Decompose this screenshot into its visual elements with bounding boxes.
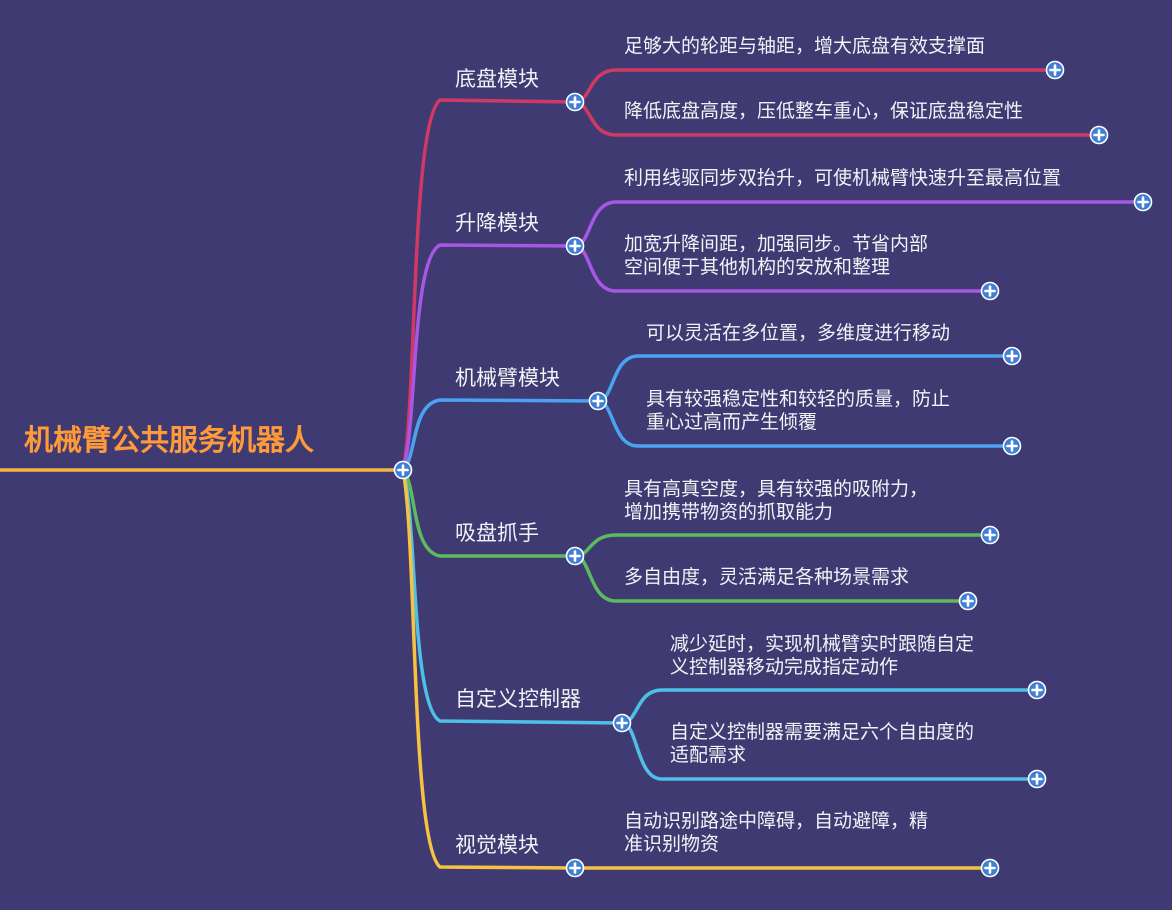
expand-leaf-icon[interactable] <box>1045 60 1065 80</box>
leaf-text[interactable]: 具有较强稳定性和较轻的质量，防止 重心过高而产生倾覆 <box>646 388 951 433</box>
expand-leaf-icon[interactable] <box>1089 125 1109 145</box>
leaf-text[interactable]: 加宽升降间距，加强同步。节省内部 空间便于其他机构的安放和整理 <box>624 233 929 278</box>
leaf-text[interactable]: 自动识别路途中障碍，自动避障，精 准识别物资 <box>624 810 929 855</box>
branch-connector <box>401 468 577 870</box>
branch-connector <box>401 98 577 472</box>
root-topic-label: 机械臂公共服务机器人 <box>24 423 315 457</box>
leaf-connector <box>573 68 1057 104</box>
leaf-text[interactable]: 可以灵活在多位置，多维度进行移动 <box>646 322 951 344</box>
expand-branch-icon[interactable] <box>565 92 585 112</box>
expand-leaf-icon[interactable] <box>1002 346 1022 366</box>
branch-label[interactable]: 视觉模块 <box>455 833 539 857</box>
leaf-text[interactable]: 降低底盘高度，压低整车重心，保证底盘稳定性 <box>624 100 1024 122</box>
leaf-text[interactable]: 多自由度，灵活满足各种场景需求 <box>624 566 910 588</box>
expand-leaf-icon[interactable] <box>958 591 978 611</box>
leaf-text[interactable]: 足够大的轮距与轴距，增大底盘有效支撑面 <box>624 35 986 57</box>
expand-leaf-icon[interactable] <box>1027 680 1047 700</box>
branch-label[interactable]: 底盘模块 <box>455 67 539 91</box>
expand-branch-icon[interactable] <box>588 391 608 411</box>
leaf-connector <box>620 688 1039 725</box>
leaf-text[interactable]: 利用线驱同步双抬升，可使机械臂快速升至最高位置 <box>624 167 1062 189</box>
expand-leaf-icon[interactable] <box>1133 192 1153 212</box>
branch-label[interactable]: 机械臂模块 <box>455 366 560 390</box>
branch-connector <box>401 398 600 472</box>
branch-label[interactable]: 升降模块 <box>455 211 539 235</box>
leaf-text[interactable]: 具有高真空度，具有较强的吸附力， 增加携带物资的抓取能力 <box>624 478 929 523</box>
branch-label[interactable]: 吸盘抓手 <box>455 521 539 545</box>
leaf-text[interactable]: 自定义控制器需要满足六个自由度的 适配需求 <box>670 721 975 766</box>
expand-root-icon[interactable] <box>393 460 413 480</box>
expand-branch-icon[interactable] <box>565 546 585 566</box>
expand-leaf-icon[interactable] <box>1002 436 1022 456</box>
expand-branch-icon[interactable] <box>565 236 585 256</box>
expand-leaf-icon[interactable] <box>980 281 1000 301</box>
leaf-text[interactable]: 减少延时，实现机械臂实时跟随自定 义控制器移动完成指定动作 <box>670 633 975 678</box>
branch-label[interactable]: 自定义控制器 <box>455 687 581 711</box>
expand-branch-icon[interactable] <box>565 858 585 878</box>
expand-leaf-icon[interactable] <box>980 525 1000 545</box>
expand-leaf-icon[interactable] <box>980 858 1000 878</box>
leaf-connector <box>573 533 992 558</box>
expand-leaf-icon[interactable] <box>1027 769 1047 789</box>
branch-connector <box>401 243 577 472</box>
expand-branch-icon[interactable] <box>612 713 632 733</box>
